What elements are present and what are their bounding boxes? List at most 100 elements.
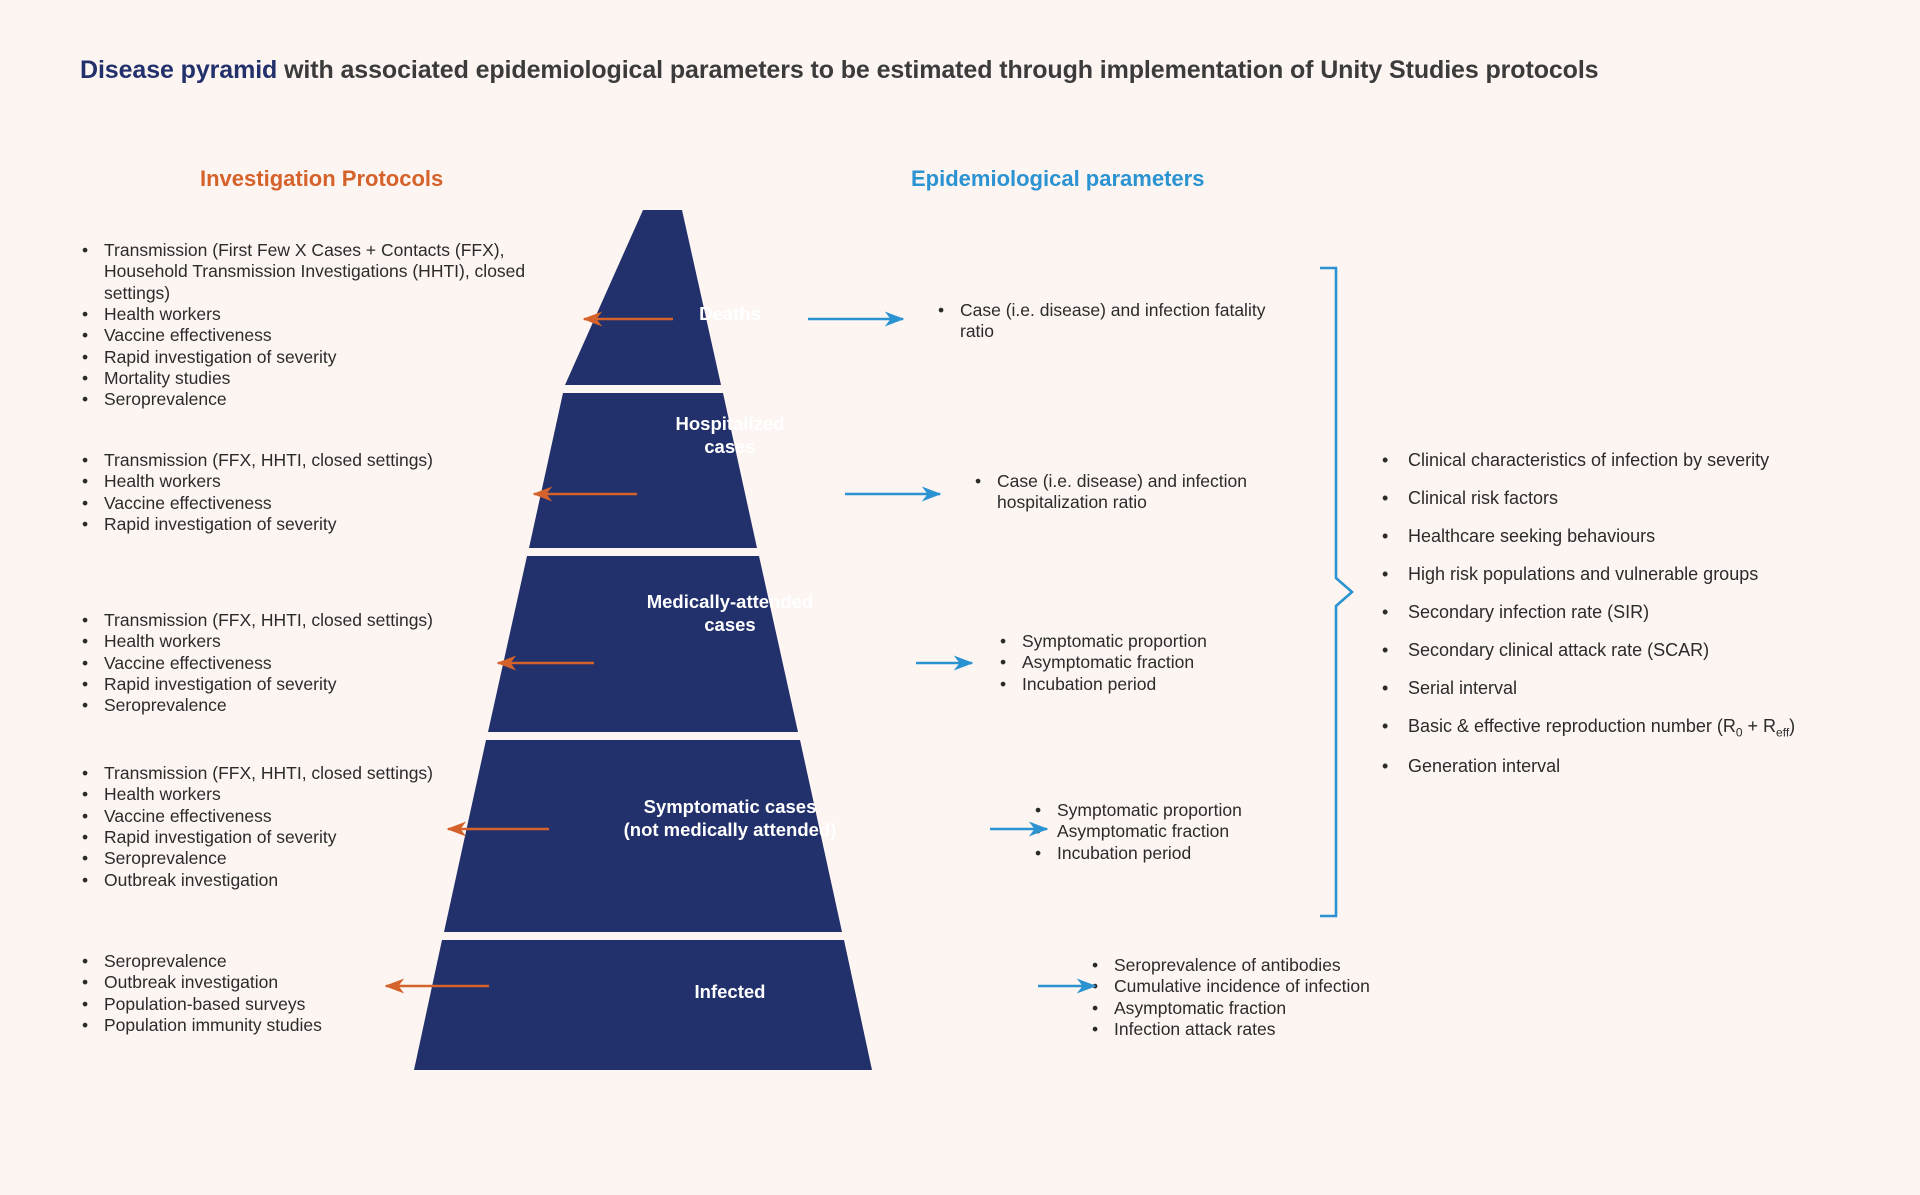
pyramid-shape [414,178,872,1070]
bullet-icon: • [82,869,89,890]
protocol-hospitalized-item: • Health workers [82,471,562,492]
bullet-icon: • [82,763,89,783]
protocol-deaths-item: •Vaccine effectiveness [82,325,562,346]
page-title-rest: with associated epidemiological paramete… [277,56,1599,84]
bullet-icon: • [82,674,89,695]
bullet-icon: • [1382,715,1389,736]
protocol-infected-item-label: Population-based surveys [104,993,306,1014]
cross-cutting-item-label: Healthcare seeking behaviours [1408,525,1656,546]
bullet-icon: • [82,492,89,513]
bullet-icon: • [82,652,89,673]
protocol-symptomatic-item-label: Health workers [104,784,221,805]
parameter-medically-attended-item-label: Incubation period [1022,673,1157,694]
protocol-infected-item-label: Seroprevalence [104,951,227,971]
protocol-medically-attended-item-label: Health workers [104,631,221,652]
protocol-deaths-item: •Seroprevalence [82,389,562,410]
parameter-infected-item: •Infection attack rates [1092,1019,1452,1040]
protocol-medically-attended-item-label: Transmission (FFX, HHTI, closed settings… [104,610,434,630]
protocol-symptomatic-item-label: Rapid investigation of severity [104,827,337,848]
bullet-icon: • [82,368,89,389]
cross-cutting-item-label: Serial interval [1408,677,1518,698]
protocol-infected-item-label: Outbreak investigation [104,972,279,993]
protocol-symptomatic-item-label: Vaccine effectiveness [104,805,272,826]
protocol-infected-item: •Outbreak investigation [82,972,562,993]
protocol-deaths-item-label: Vaccine effectiveness [104,325,272,346]
parameter-deaths-item: •Case (i.e. disease) and infection fatal… [938,300,1268,343]
bullet-icon: • [1382,563,1389,584]
cross-cutting-item-label: Secondary clinical attack rate (SCAR) [1408,639,1710,660]
protocol-hospitalized-item-label: Rapid investigation of severity [104,514,337,535]
protocol-medically-attended-item: •Health workers [82,631,562,652]
protocol-hospitalized-item-label: Health workers [104,471,221,492]
protocol-hospitalized-item: • Vaccine effectiveness [82,493,562,514]
parameter-infected-item-label: Seroprevalence of antibodies [1114,955,1341,975]
bullet-icon: • [82,827,89,848]
bullet-icon: • [1035,800,1042,820]
parameter-medically-attended-item: • Symptomatic proportion [1000,631,1330,652]
bullet-icon: • [1382,677,1389,698]
protocol-deaths-item: •Transmission (First Few X Cases + Conta… [82,240,562,304]
parameter-symptomatic-item: • Incubation period [1035,843,1365,864]
parameter-list-deaths: •Case (i.e. disease) and infection fatal… [938,300,1268,343]
pyramid-label-deaths: Deaths [699,303,761,324]
parameter-list-hospitalized: •Case (i.e. disease) and infection hospi… [975,471,1325,514]
protocol-symptomatic-item: • Transmission (FFX, HHTI, closed setting… [82,763,562,784]
cross-cutting-item: • Serial interval [1382,678,1862,700]
parameter-list-infected: •Seroprevalence of antibodies•Cumulative… [1092,955,1452,1040]
parameter-infected-item: • Cumulative incidence of infection [1092,976,1452,997]
cross-cutting-item: •Secondary infection rate (SIR) [1382,602,1862,624]
parameter-symptomatic-item: •Asymptomatic fraction [1035,821,1365,842]
protocol-deaths-item-label: Seroprevalence [104,389,227,410]
bullet-icon: • [1035,842,1042,863]
cross-cutting-item-label: Clinical characteristics of infection by… [1408,450,1770,470]
protocol-infected-item: • Seroprevalence [82,951,562,972]
protocol-deaths-item: •Rapid investigation of severity [82,347,562,368]
bullet-icon: • [82,450,89,470]
parameter-medically-attended-item-label: Symptomatic proportion [1022,631,1207,651]
protocol-medically-attended-item: • Rapid investigation of severity [82,674,562,695]
bullet-icon: • [1382,487,1389,508]
protocol-symptomatic-item: •Outbreak investigation [82,870,562,891]
protocol-hospitalized-item: •Rapid investigation of severity [82,514,562,535]
bullet-icon: • [82,805,89,826]
cross-cutting-item: •High risk populations and vulnerable gr… [1382,564,1862,586]
parameter-infected-item: •Seroprevalence of antibodies [1092,955,1452,976]
protocol-medically-attended-item: •Seroprevalence [82,695,562,716]
pyramid-band-infected [414,940,872,1070]
protocol-deaths-item-label: Mortality studies [104,368,231,389]
protocol-symptomatic-item: • Vaccine effectiveness [82,806,562,827]
parameter-infected-item-label: Cumulative incidence of infection [1114,976,1370,997]
protocol-symptomatic-item: •Health workers [82,784,562,805]
protocol-infected-item: • Population-based surveys [82,994,562,1015]
protocol-list-symptomatic: • Transmission (FFX, HHTI, closed setting… [82,763,562,891]
protocol-infected-item: •Population immunity studies [82,1015,562,1036]
cross-cutting-item: • Basic & effective reproduction number (… [1382,716,1862,740]
protocol-medically-attended-item-label: Rapid investigation of severity [104,674,337,695]
parameter-symptomatic-item-label: Incubation period [1057,842,1192,863]
bullet-icon: • [1092,976,1099,997]
bullet-icon: • [1035,821,1042,842]
protocol-hospitalized-item-label: Vaccine effectiveness [104,492,272,513]
cross-cutting-item: •Secondary clinical attack rate (SCAR) [1382,640,1862,662]
bullet-icon: • [82,471,89,492]
bullet-icon: • [1000,673,1007,694]
protocol-symptomatic-item: •Seroprevalence [82,848,562,869]
pyramid-label-infected: Infected [694,981,766,1002]
bullet-icon: • [1092,1019,1099,1040]
protocol-list-infected: •Seroprevalence•Outbreak investigation•P… [82,951,562,1036]
bullet-icon: • [82,951,89,971]
parameter-medically-attended-item: •Asymptomatic fraction [1000,652,1330,673]
protocol-symptomatic-item-label: Transmission (FFX, HHTI, closed settings… [104,763,434,783]
cross-cutting-item-label: Secondary infection rate (SIR) [1408,601,1650,622]
protocol-symptomatic-item-label: Seroprevalence [104,848,227,869]
protocol-list-medically-attended: • Transmission (FFX, HHTI, closed setting… [82,610,562,717]
bullet-icon: • [82,993,89,1014]
protocol-deaths-item-label: Health workers [104,304,221,325]
protocol-medically-attended-item-label: Seroprevalence [104,695,227,716]
heading-epidemiological-parameters: Epidemiological parameters [911,166,1205,191]
pyramid-label-symptomatic: Symptomatic cases(not medically attended… [623,796,837,841]
cross-cutting-item-label: Basic & effective reproduction number (R… [1408,715,1796,740]
bullet-icon: • [1000,631,1007,651]
